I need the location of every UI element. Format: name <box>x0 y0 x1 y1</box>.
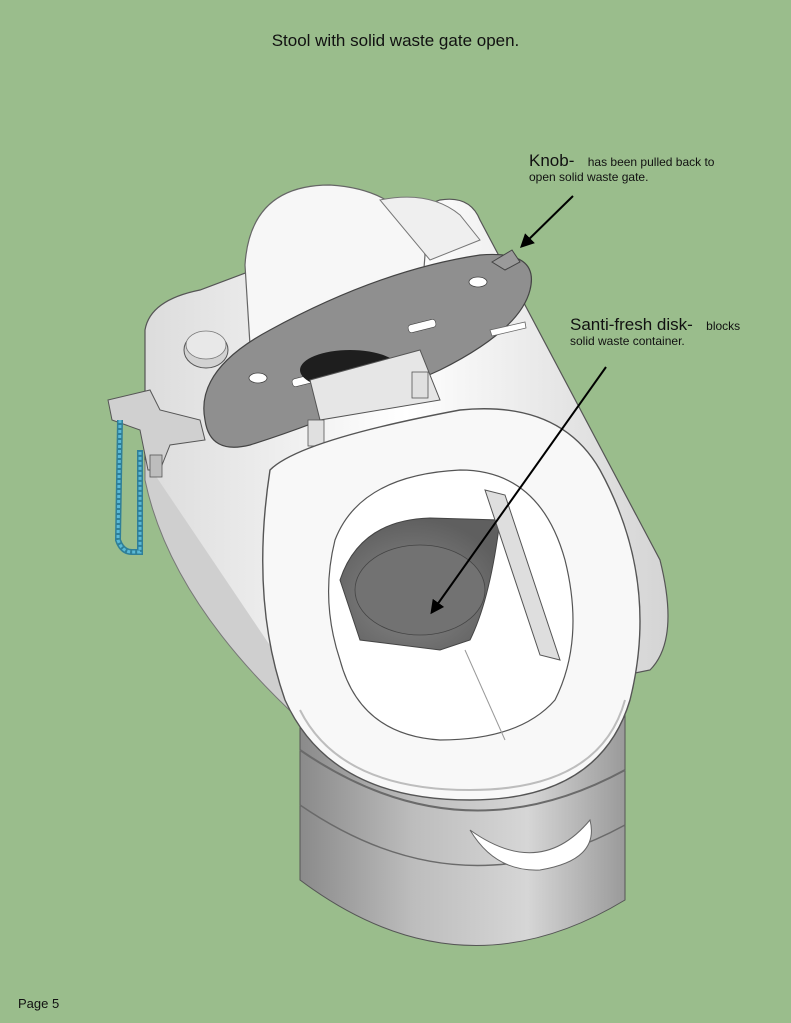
knob-callout-text-2: open solid waste gate. <box>529 170 649 185</box>
knob-callout-heading: Knob- <box>529 151 575 170</box>
vent-button <box>183 330 229 369</box>
page-number: Page 5 <box>18 996 60 1011</box>
side-handle <box>107 389 206 555</box>
seat-opening <box>327 469 574 741</box>
diagram-title: Stool with solid waste gate open. <box>271 31 520 50</box>
disk-callout-heading: Santi-fresh disk- <box>570 315 693 334</box>
disk-callout-text-1: blocks <box>706 319 741 333</box>
disk-callout-text-2: solid waste container. <box>570 334 685 349</box>
knob-callout-text-1: has been pulled back to <box>587 155 715 169</box>
open-lid <box>203 253 532 448</box>
knob-callout: Knob- has been pulled back to open solid… <box>529 151 769 185</box>
gate-opening <box>300 349 441 447</box>
disk-callout: Santi-fresh disk- blocks solid waste con… <box>570 315 770 349</box>
knob <box>489 249 527 337</box>
disk-arrow <box>430 366 607 615</box>
knob-arrow <box>520 195 574 248</box>
